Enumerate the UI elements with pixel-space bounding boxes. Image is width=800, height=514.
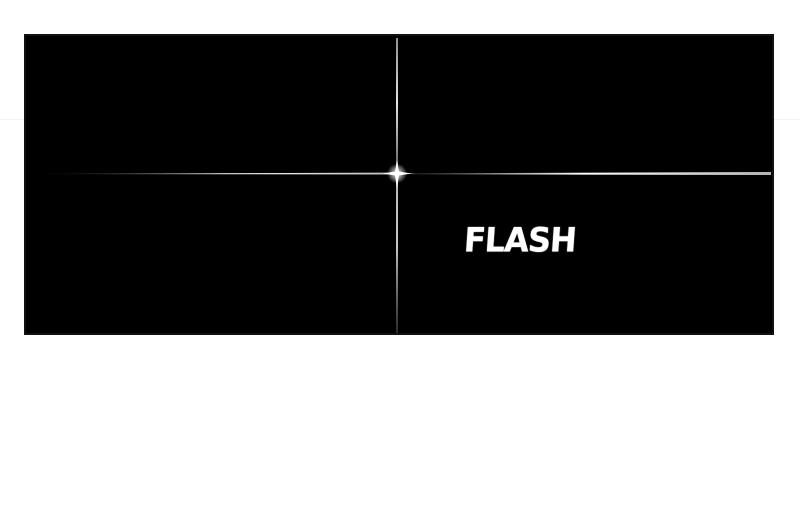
flash-star-core (383, 160, 411, 188)
flash-vertical-beam-lower (396, 173, 398, 333)
flash-sound-effect: FLASH (462, 220, 578, 260)
flash-vertical-beam (396, 38, 398, 174)
flash-horizontal-beam-right (398, 172, 771, 175)
flash-sparkle-icon (34, 38, 771, 333)
flash-horizontal-beam (34, 172, 416, 175)
comic-panel: FLASH (24, 34, 774, 335)
